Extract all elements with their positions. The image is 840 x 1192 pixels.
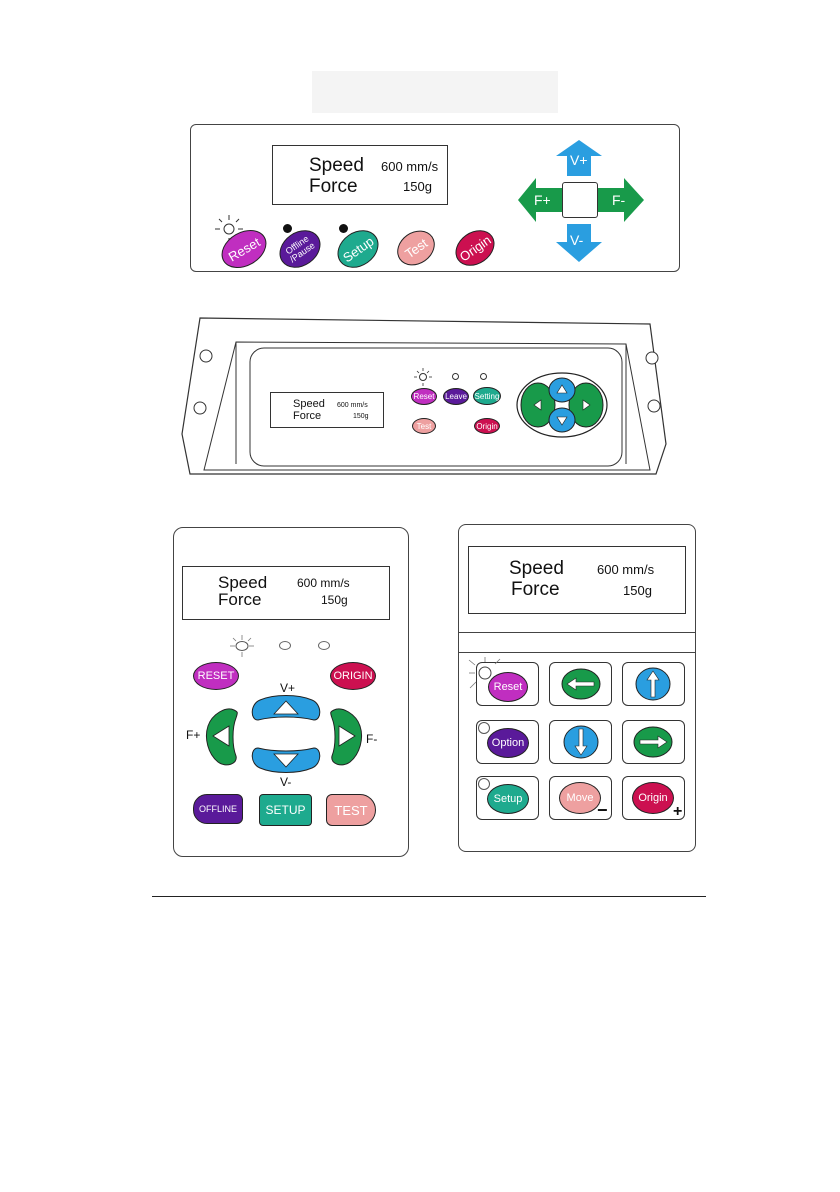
panel1-down-label: V- xyxy=(570,233,583,247)
panel2-direction-pad[interactable] xyxy=(516,372,608,438)
panel2-force-value: 150g xyxy=(353,413,369,420)
panel4-force-value: 150g xyxy=(623,584,652,597)
panel4-speed-label: Speed xyxy=(509,559,564,578)
panel3-origin-button[interactable]: ORIGIN xyxy=(330,662,376,690)
panel3-force-value: 150g xyxy=(321,594,348,606)
panel3-down-label: V- xyxy=(280,776,291,788)
panel2-led-setting xyxy=(480,373,487,380)
panel2-test-label: Test xyxy=(417,422,432,431)
panel1-reset-label: Reset xyxy=(226,234,263,264)
panel1-force-value: 150g xyxy=(403,180,432,193)
panel3-speed-value: 600 mm/s xyxy=(297,577,350,589)
panel3-led-lit-icon xyxy=(228,632,256,660)
panel1-setup-label: Setup xyxy=(340,233,376,265)
panel4-arrow-down-icon[interactable] xyxy=(563,725,599,759)
panel3-arrow-down-icon[interactable] xyxy=(250,744,322,774)
panel3-arrow-up-icon[interactable] xyxy=(250,694,322,724)
panel3-setup-label: SETUP xyxy=(265,803,305,817)
panel4-move-button[interactable]: Move xyxy=(559,782,601,814)
panel3-arrow-right-icon[interactable] xyxy=(328,706,364,766)
panel3-led-2 xyxy=(279,641,291,650)
panel4-lcd-display: Speed 600 mm/s Force 150g xyxy=(468,546,686,614)
panel1-led-setup xyxy=(339,224,348,233)
panel2-led-reset-lit-icon xyxy=(412,366,434,388)
panel4-setup-label: Setup xyxy=(494,793,523,805)
panel4-reset-button[interactable]: Reset xyxy=(488,672,528,702)
panel4-setup-button[interactable]: Setup xyxy=(487,784,529,814)
panel1-speed-label: Speed xyxy=(309,156,364,175)
panel4-led-setup xyxy=(478,778,490,790)
panel2-leave-button[interactable]: Leave xyxy=(443,388,469,405)
panel1-up-label: V+ xyxy=(570,153,588,167)
panel4-separator-line xyxy=(459,632,695,633)
panel3-origin-label: ORIGIN xyxy=(333,670,372,682)
panel4-led-option xyxy=(478,722,490,734)
panel3-force-label: Force xyxy=(218,591,261,608)
panel2-origin-button[interactable]: Origin xyxy=(474,418,500,434)
panel4-arrow-left-icon[interactable] xyxy=(561,668,601,700)
panel3-setup-button[interactable]: SETUP xyxy=(259,794,312,826)
panel3-left-label: F+ xyxy=(186,729,200,741)
panel1-force-label: Force xyxy=(309,177,358,196)
panel2-setting-label: Setting xyxy=(475,392,500,401)
panel4-option-button[interactable]: Option xyxy=(487,728,529,758)
panel3-reset-button[interactable]: RESET xyxy=(193,662,239,690)
panel3-led-3 xyxy=(318,641,330,650)
panel1-left-label: F+ xyxy=(534,193,551,207)
panel4-reset-label: Reset xyxy=(494,681,523,693)
panel3-offline-label: OFFLINE xyxy=(199,804,237,814)
panel1-right-label: F- xyxy=(612,193,625,207)
panel3-test-label: TEST xyxy=(334,803,367,818)
panel1-center-key[interactable] xyxy=(562,182,598,218)
panel3-reset-label: RESET xyxy=(198,670,235,682)
panel3-speed-label: Speed xyxy=(218,574,267,591)
panel1-speed-value: 600 mm/s xyxy=(381,160,438,173)
header-placeholder-bar xyxy=(312,71,558,113)
panel4-origin-button[interactable]: Origin xyxy=(632,782,674,814)
panel3-up-label: V+ xyxy=(280,682,295,694)
panel4-separator-line-2 xyxy=(459,652,695,653)
panel2-reset-label: Reset xyxy=(414,392,435,401)
panel4-arrow-right-icon[interactable] xyxy=(633,726,673,758)
panel4-option-label: Option xyxy=(492,737,524,749)
panel4-force-label: Force xyxy=(511,580,560,599)
panel4-speed-value: 600 mm/s xyxy=(597,563,654,576)
panel3-test-button[interactable]: TEST xyxy=(326,794,376,826)
panel4-move-label: Move xyxy=(567,792,594,804)
panel4-origin-label: Origin xyxy=(638,792,667,804)
panel2-led-leave xyxy=(452,373,459,380)
section-divider xyxy=(152,896,706,897)
panel2-reset-button[interactable]: Reset xyxy=(411,388,437,405)
panel2-origin-label: Origin xyxy=(476,422,497,431)
panel3-offline-button[interactable]: OFFLINE xyxy=(193,794,243,824)
panel1-lcd-display: Speed 600 mm/s Force 150g xyxy=(272,145,448,205)
panel4-arrow-up-icon[interactable] xyxy=(635,667,671,701)
panel4-plus-mark: + xyxy=(673,804,682,820)
panel3-arrow-left-icon[interactable] xyxy=(204,706,240,766)
panel2-speed-label: Speed xyxy=(293,399,325,410)
panel2-test-button[interactable]: Test xyxy=(412,418,436,434)
panel4-minus-mark: − xyxy=(597,801,608,819)
panel2-force-label: Force xyxy=(293,411,321,422)
panel2-lcd-display: Speed 600 mm/s Force 150g xyxy=(270,392,384,428)
panel2-setting-button[interactable]: Setting xyxy=(473,387,501,405)
panel2-leave-label: Leave xyxy=(445,392,467,401)
panel2-speed-value: 600 mm/s xyxy=(337,402,368,409)
panel1-test-label: Test xyxy=(402,235,430,261)
panel3-lcd-display: Speed 600 mm/s Force 150g xyxy=(182,566,390,620)
panel1-led-offline xyxy=(283,224,292,233)
panel3-right-label: F- xyxy=(366,733,377,745)
